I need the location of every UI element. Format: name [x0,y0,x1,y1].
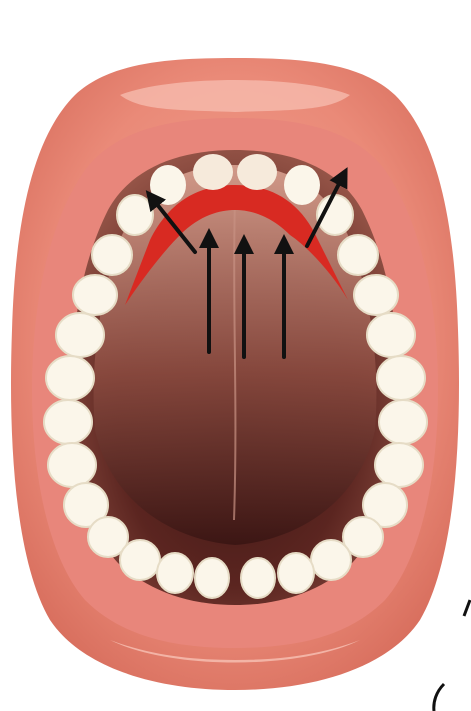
stray-mark [462,599,471,617]
arrows [145,167,348,359]
teeth-ring [43,194,428,599]
stray-stroke [432,682,446,711]
arrow-left-diagonal [145,190,197,254]
red-palate-band [125,185,348,305]
palate-midline [233,199,237,521]
upper-teeth [150,154,320,205]
upper-lip-highlight [120,80,350,112]
lower-lip-highlight [110,640,360,663]
arrow-right-diagonal [305,167,348,248]
